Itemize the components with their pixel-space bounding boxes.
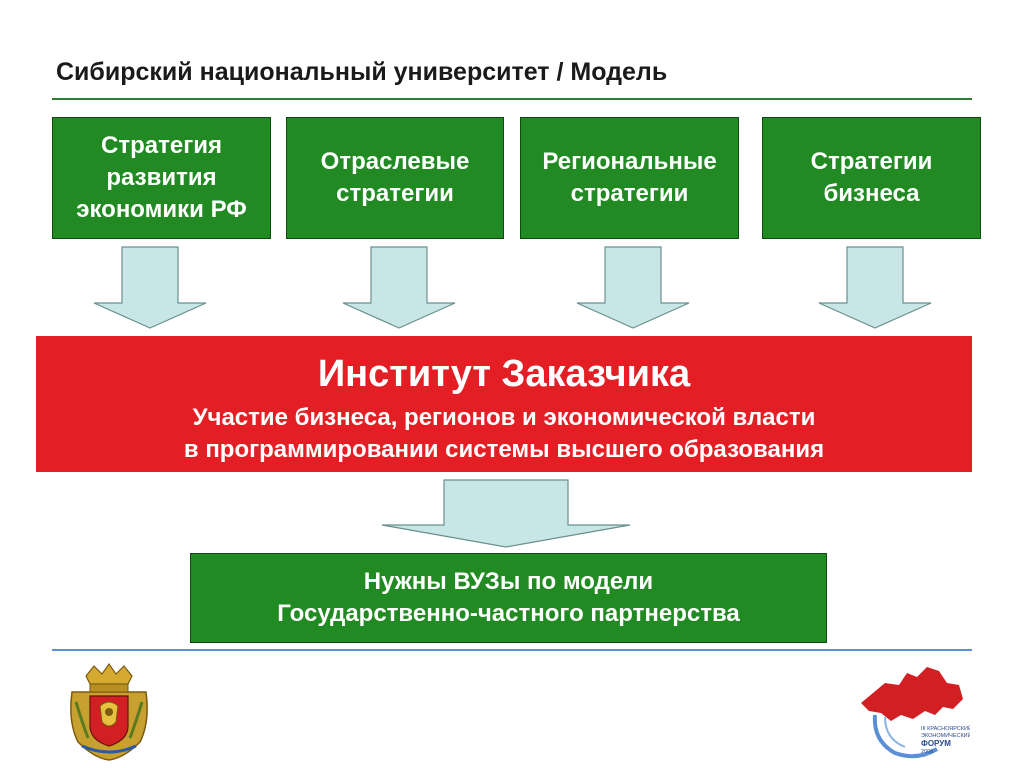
down-arrow-2 (342, 246, 456, 329)
slide-title: Сибирский национальный университет / Мод… (56, 58, 668, 86)
box-regional-line2: стратегии (570, 180, 689, 207)
box-business-line2: бизнеса (823, 180, 920, 207)
coat-of-arms-icon (70, 662, 148, 761)
conclusion-line2: Государственно-частного партнерства (277, 600, 740, 627)
box-strategy-rf-line2: развития (106, 164, 217, 191)
box-sector-line2: стратегии (336, 180, 454, 207)
forum-logo-icon: III КРАСНОЯРСКИЙ ЭКОНОМИЧЕСКИЙ ФОРУМ 200… (861, 667, 970, 759)
conclusion-box: Нужны ВУЗы по модели Государственно-част… (190, 553, 827, 643)
down-arrow-conclusion (381, 479, 631, 548)
forum-logo-line1: III КРАСНОЯРСКИЙ (921, 724, 970, 732)
forum-logo-line2: ЭКОНОМИЧЕСКИЙ (921, 731, 970, 739)
forum-logo-line4: 2006 (921, 749, 933, 755)
title-divider (52, 98, 972, 100)
down-arrow-3 (576, 246, 690, 329)
conclusion-line1: Нужны ВУЗы по модели (363, 568, 654, 595)
box-strategy-rf-line1: Стратегия (101, 132, 222, 159)
box-business-strategies: Стратегии бизнеса (762, 117, 981, 239)
institute-box: Институт Заказчика Участие бизнеса, реги… (36, 336, 972, 472)
down-arrow-1 (93, 246, 207, 329)
box-sector-strategies: Отраслевые стратегии (286, 117, 504, 239)
box-strategy-rf: Стратегия развития экономики РФ (52, 117, 271, 239)
institute-subtitle-line2: в программировании системы высшего образ… (183, 436, 825, 463)
box-business-line1: Стратегии (810, 148, 933, 175)
footer-divider (52, 649, 972, 651)
box-regional-strategies: Региональные стратегии (520, 117, 739, 239)
institute-subtitle-line1: Участие бизнеса, регионов и экономическо… (192, 404, 816, 431)
down-arrow-4 (818, 246, 932, 329)
forum-logo-line3: ФОРУМ (921, 739, 951, 748)
box-sector-line1: Отраслевые (320, 148, 470, 175)
box-regional-line1: Региональные (542, 148, 717, 175)
box-strategy-rf-line3: экономики РФ (76, 196, 247, 223)
institute-title: Институт Заказчика (317, 353, 691, 395)
